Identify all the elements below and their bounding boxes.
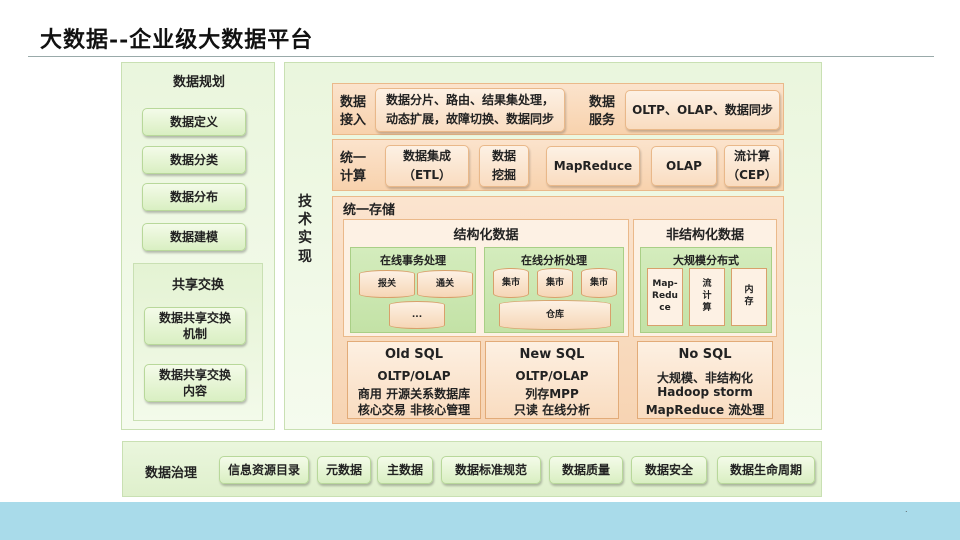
compute-item-cep[interactable]: 流计算 （CEP） [724, 145, 780, 187]
olap-datamart-3[interactable]: 集市 [581, 268, 617, 298]
new-sql-line1: OLTP/OLAP [515, 369, 589, 383]
data-access-label: 数据接入 [339, 95, 366, 128]
page-title: 大数据--企业级大数据平台 [40, 27, 314, 53]
governance-item-metadata[interactable]: 元数据 [317, 456, 371, 484]
compute-item-mining[interactable]: 数据 挖掘 [479, 145, 529, 187]
unified-storage-label: 统一存储 [343, 203, 396, 218]
compute-item-etl[interactable]: 数据集成 （ETL） [385, 145, 469, 187]
distributed-box: 大规模分布式 Map-Reduce 流计算 内存 [640, 247, 772, 333]
share-exchange-panel: 共享交换 数据共享交换机制 数据共享交换内容 [133, 263, 263, 421]
compute-item-cep-line2: （CEP） [727, 168, 777, 182]
governance-item-security[interactable]: 数据安全 [631, 456, 707, 484]
unified-storage-area: 统一存储 结构化数据 在线事务处理 报关 通关 ... 在线分析处理 集市 集市… [332, 196, 784, 424]
share-item-mechanism-label: 数据共享交换机制 [159, 310, 232, 341]
dist-item-memory-label: 内存 [744, 285, 754, 307]
old-sql-box[interactable]: Old SQL OLTP/OLAP 商用 开源关系数据库 核心交易 非核心管理 [347, 341, 481, 419]
planning-item-distribution[interactable]: 数据分布 [142, 183, 246, 211]
dist-item-stream-label: 流计算 [702, 279, 712, 313]
share-item-content[interactable]: 数据共享交换内容 [144, 364, 246, 402]
governance-item-quality[interactable]: 数据质量 [549, 456, 623, 484]
dist-item-stream[interactable]: 流计算 [689, 268, 725, 326]
compute-item-cep-line1: 流计算 [733, 149, 770, 164]
olap-datamart-2[interactable]: 集市 [537, 268, 573, 298]
data-access-line1: 数据分片、路由、结果集处理， [385, 93, 554, 108]
compute-item-etl-line1: 数据集成 [402, 149, 451, 164]
share-item-mechanism[interactable]: 数据共享交换机制 [144, 307, 246, 345]
old-sql-line1: OLTP/OLAP [377, 369, 451, 383]
governance-item-lifecycle[interactable]: 数据生命周期 [717, 456, 815, 484]
compute-item-olap[interactable]: OLAP [651, 146, 717, 186]
share-exchange-title: 共享交换 [171, 278, 224, 293]
footer-mark: . [905, 505, 908, 514]
data-planning-title: 数据规划 [172, 75, 225, 90]
compute-item-mining-line2: 挖掘 [491, 168, 516, 182]
data-service-label: 数据服务 [588, 95, 615, 128]
old-sql-line3: 核心交易 非核心管理 [357, 403, 471, 417]
new-sql-box[interactable]: New SQL OLTP/OLAP 列存MPP 只读 在线分析 [485, 341, 619, 419]
unified-compute-row: 统一计算 数据集成 （ETL） 数据 挖掘 MapReduce OLAP 流计算… [332, 139, 784, 191]
no-sql-line2: Hadoop storm [657, 385, 753, 399]
oltp-title: 在线事务处理 [380, 254, 446, 267]
tech-implementation-panel: 技术实现 数据接入 数据分片、路由、结果集处理， 动态扩展，故障切换、数据同步 … [284, 62, 822, 430]
data-planning-panel: 数据规划 数据定义 数据分类 数据分布 数据建模 共享交换 数据共享交换机制 数… [121, 62, 275, 430]
data-service-content[interactable]: OLTP、OLAP、数据同步 [625, 90, 780, 130]
governance-item-catalog[interactable]: 信息资源目录 [219, 456, 309, 484]
title-divider [28, 56, 934, 57]
oltp-db-customs-clearance[interactable]: 通关 [417, 270, 473, 298]
data-access-content[interactable]: 数据分片、路由、结果集处理， 动态扩展，故障切换、数据同步 [375, 88, 565, 132]
oltp-db-more[interactable]: ... [389, 301, 445, 329]
structured-data-title: 结构化数据 [453, 228, 519, 243]
no-sql-line1: 大规模、非结构化 [656, 371, 753, 385]
structured-data-panel: 结构化数据 在线事务处理 报关 通关 ... 在线分析处理 集市 集市 集市 仓… [343, 219, 629, 337]
planning-item-definition[interactable]: 数据定义 [142, 108, 246, 136]
share-item-content-label: 数据共享交换内容 [159, 367, 232, 398]
olap-title: 在线分析处理 [521, 254, 587, 267]
new-sql-line3: 只读 在线分析 [513, 403, 591, 417]
olap-datamart-1[interactable]: 集市 [493, 268, 529, 298]
compute-item-mining-line1: 数据 [491, 149, 516, 164]
planning-item-classification[interactable]: 数据分类 [142, 146, 246, 174]
dist-item-mapreduce[interactable]: Map-Reduce [647, 268, 683, 326]
old-sql-title: Old SQL [384, 347, 444, 362]
distributed-title: 大规模分布式 [673, 254, 739, 267]
no-sql-box[interactable]: No SQL 大规模、非结构化 Hadoop storm MapReduce 流… [637, 341, 773, 419]
data-governance-panel: 数据治理 信息资源目录 元数据 主数据 数据标准规范 数据质量 数据安全 数据生… [122, 441, 822, 497]
old-sql-line2: 商用 开源关系数据库 [357, 387, 471, 401]
unified-compute-label: 统一计算 [339, 151, 366, 184]
access-service-row: 数据接入 数据分片、路由、结果集处理， 动态扩展，故障切换、数据同步 数据服务 … [332, 83, 784, 135]
new-sql-line2: 列存MPP [525, 387, 579, 401]
data-governance-label: 数据治理 [144, 466, 197, 481]
no-sql-line3: MapReduce 流处理 [645, 403, 765, 417]
data-access-line2: 动态扩展，故障切换、数据同步 [385, 112, 554, 126]
no-sql-title: No SQL [678, 347, 732, 362]
unstructured-data-title: 非结构化数据 [665, 228, 744, 243]
compute-item-etl-line2: （ETL） [402, 168, 452, 182]
new-sql-title: New SQL [519, 347, 585, 362]
dist-item-mapreduce-label: Map-Reduce [652, 279, 678, 313]
tech-implementation-label: 技术实现 [298, 194, 312, 265]
olap-box: 在线分析处理 集市 集市 集市 仓库 [484, 247, 624, 333]
oltp-db-customs-declaration[interactable]: 报关 [359, 270, 415, 298]
planning-item-modeling[interactable]: 数据建模 [142, 223, 246, 251]
governance-item-standards[interactable]: 数据标准规范 [441, 456, 541, 484]
footer-band [0, 502, 960, 540]
olap-warehouse[interactable]: 仓库 [499, 300, 611, 330]
dist-item-memory[interactable]: 内存 [731, 268, 767, 326]
oltp-box: 在线事务处理 报关 通关 ... [350, 247, 476, 333]
governance-item-masterdata[interactable]: 主数据 [377, 456, 433, 484]
compute-item-mapreduce[interactable]: MapReduce [546, 146, 640, 186]
unstructured-data-panel: 非结构化数据 大规模分布式 Map-Reduce 流计算 内存 [633, 219, 777, 337]
